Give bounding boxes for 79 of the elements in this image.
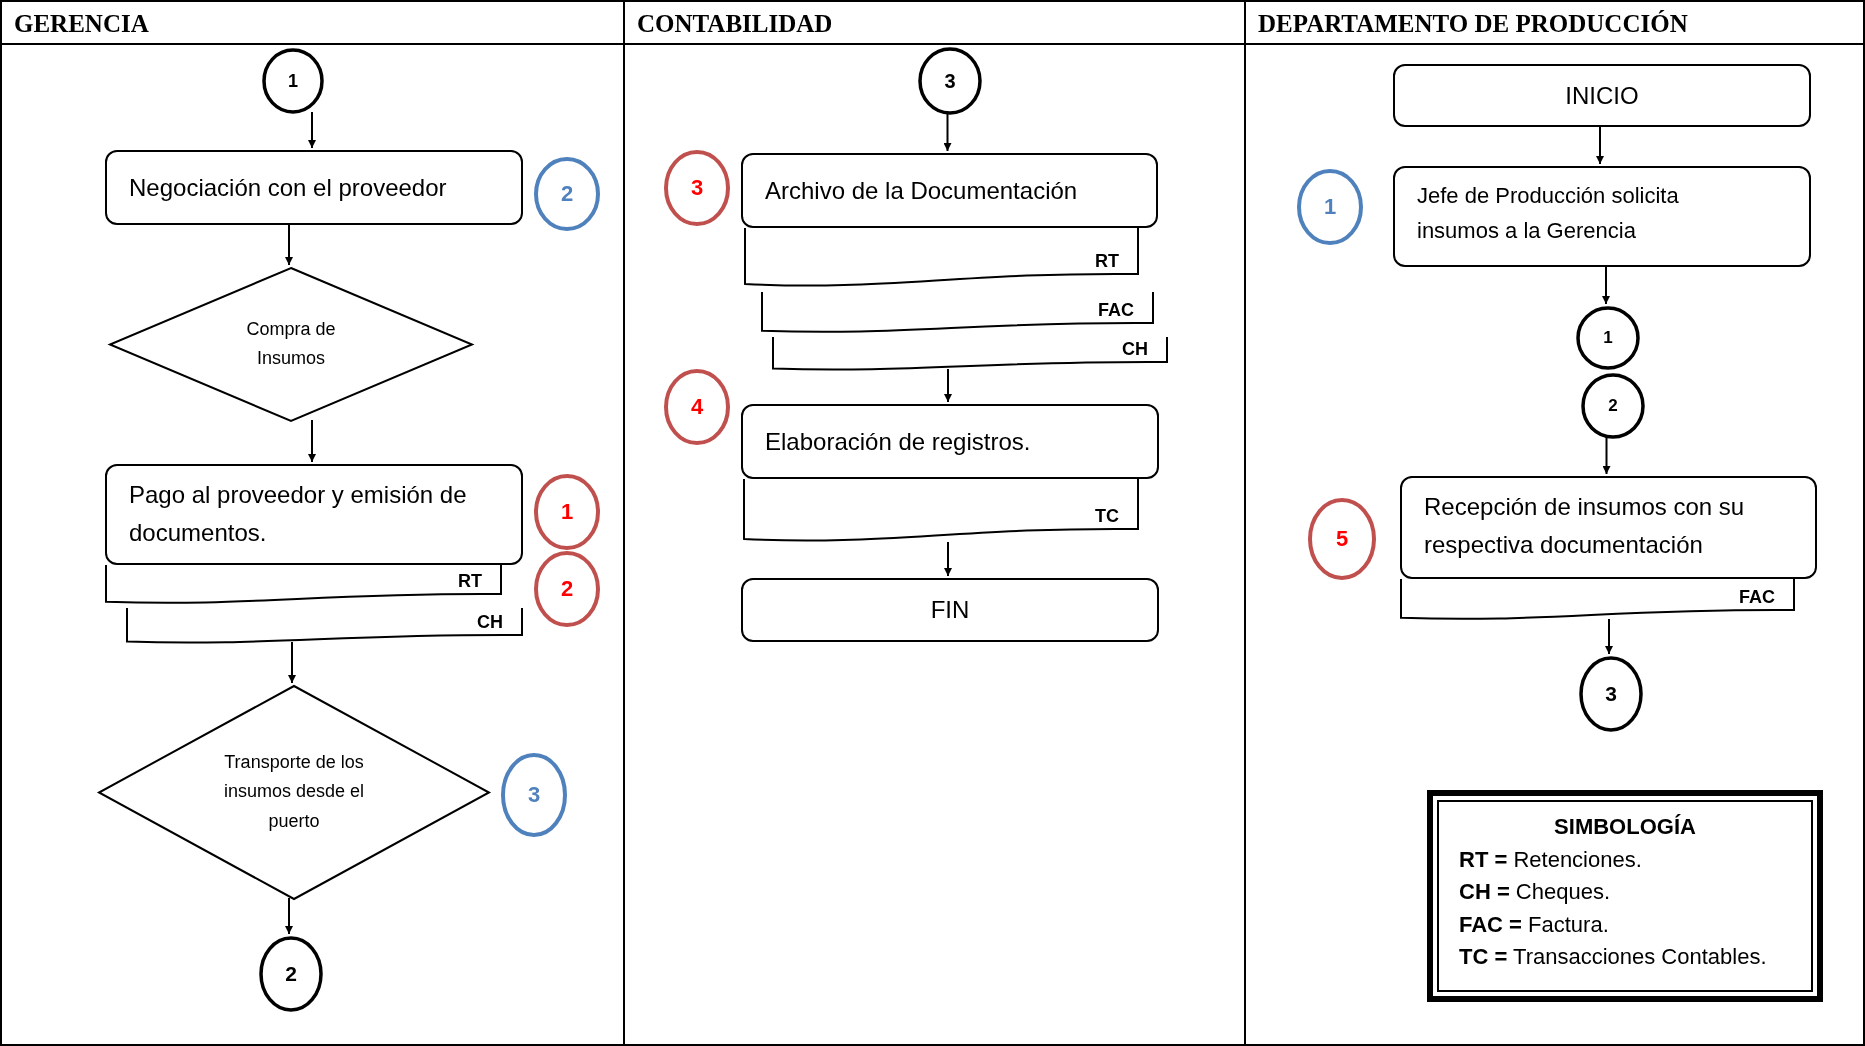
decision-diamond <box>109 267 473 422</box>
process-box <box>741 153 1158 228</box>
lane-header: CONTABILIDAD <box>625 2 1244 45</box>
process-box <box>741 578 1159 642</box>
process-text: Elaboración de registros. <box>765 427 1032 457</box>
document-code: FAC <box>1098 300 1134 320</box>
legend-box <box>1427 790 1823 1002</box>
process-box <box>1393 166 1811 267</box>
arrow <box>1596 124 1604 165</box>
connector-circle <box>1581 373 1645 439</box>
connector-circle <box>1576 306 1640 370</box>
document-code: CH <box>1122 339 1148 359</box>
arrow <box>1602 436 1611 475</box>
step-number-circle <box>664 369 730 445</box>
decision-text: Transporte de los insumos desde el puerto <box>222 750 366 834</box>
process-text: Negociación con el proveedor <box>129 173 448 203</box>
connector-number: 2 <box>1608 396 1618 416</box>
decision-diamond <box>98 685 490 900</box>
document-code: RT <box>458 571 482 591</box>
legend-entry: CH = Cheques. <box>1459 879 1611 905</box>
arrow <box>1605 618 1613 655</box>
step-number: 3 <box>527 782 541 808</box>
arrow <box>944 541 952 577</box>
connector-number: 3 <box>944 69 956 93</box>
swimlane <box>623 0 1246 1046</box>
connector-number: 1 <box>1603 328 1613 348</box>
connector-number: 1 <box>288 70 298 92</box>
decision-text: Compra de Insumos <box>245 317 337 371</box>
process-text: Recepción de insumos con su respectiva documentación <box>1424 492 1746 561</box>
connector-number: 2 <box>285 962 297 986</box>
connector-circle <box>262 48 324 114</box>
step-number: 3 <box>690 175 704 201</box>
step-number-circle <box>501 753 567 837</box>
step-number: 1 <box>560 499 574 525</box>
document-code: FAC <box>1739 587 1775 607</box>
process-text: Jefe de Producción solicita insumos a la Gerencia <box>1417 182 1680 246</box>
arrow <box>943 112 952 152</box>
connector-circle <box>259 936 323 1012</box>
document-code: RT <box>1095 251 1119 271</box>
step-number-circle <box>534 551 600 627</box>
arrow <box>1602 264 1610 305</box>
process-text: INICIO <box>1564 81 1640 111</box>
document-shape <box>126 608 523 647</box>
step-number-circle <box>534 474 600 550</box>
document-shape <box>772 337 1168 374</box>
arrow <box>308 419 316 463</box>
arrow <box>285 897 293 935</box>
step-number: 2 <box>560 181 574 207</box>
process-text: FIN <box>929 595 971 625</box>
lane-header: DEPARTAMENTO DE PRODUCCIÓN <box>1246 2 1863 45</box>
arrow <box>285 222 293 266</box>
step-number-circle <box>534 157 600 231</box>
step-number: 4 <box>690 394 704 420</box>
connector-number: 3 <box>1605 682 1617 706</box>
legend-entry: FAC = Factura. <box>1459 911 1609 938</box>
legend-entry: TC = Transacciones Contables. <box>1459 944 1767 970</box>
connector-circle <box>1579 656 1643 732</box>
legend-title: SIMBOLOGÍA <box>1553 814 1697 840</box>
process-text: Pago al proveedor y emisión de documentos. <box>129 480 468 549</box>
step-number: 1 <box>1323 194 1337 220</box>
step-number: 2 <box>560 576 574 602</box>
legend-entry: RT = Retenciones. <box>1459 846 1642 873</box>
document-code: CH <box>477 612 503 632</box>
step-number: 5 <box>1335 526 1349 552</box>
swimlane <box>0 0 625 1046</box>
step-number-circle <box>1308 498 1376 580</box>
process-box <box>1393 64 1811 127</box>
process-box <box>741 404 1159 479</box>
process-box <box>105 150 523 225</box>
process-text: Archivo de la Documentación <box>765 176 1079 206</box>
step-number-circle <box>1297 169 1363 245</box>
connector-circle <box>918 47 982 115</box>
arrow <box>288 641 296 684</box>
arrow <box>944 368 952 403</box>
step-number-circle <box>664 150 730 226</box>
lane-header: GERENCIA <box>2 2 623 45</box>
swimlane <box>1244 0 1865 1046</box>
arrow <box>308 111 316 149</box>
document-code: TC <box>1095 506 1119 526</box>
